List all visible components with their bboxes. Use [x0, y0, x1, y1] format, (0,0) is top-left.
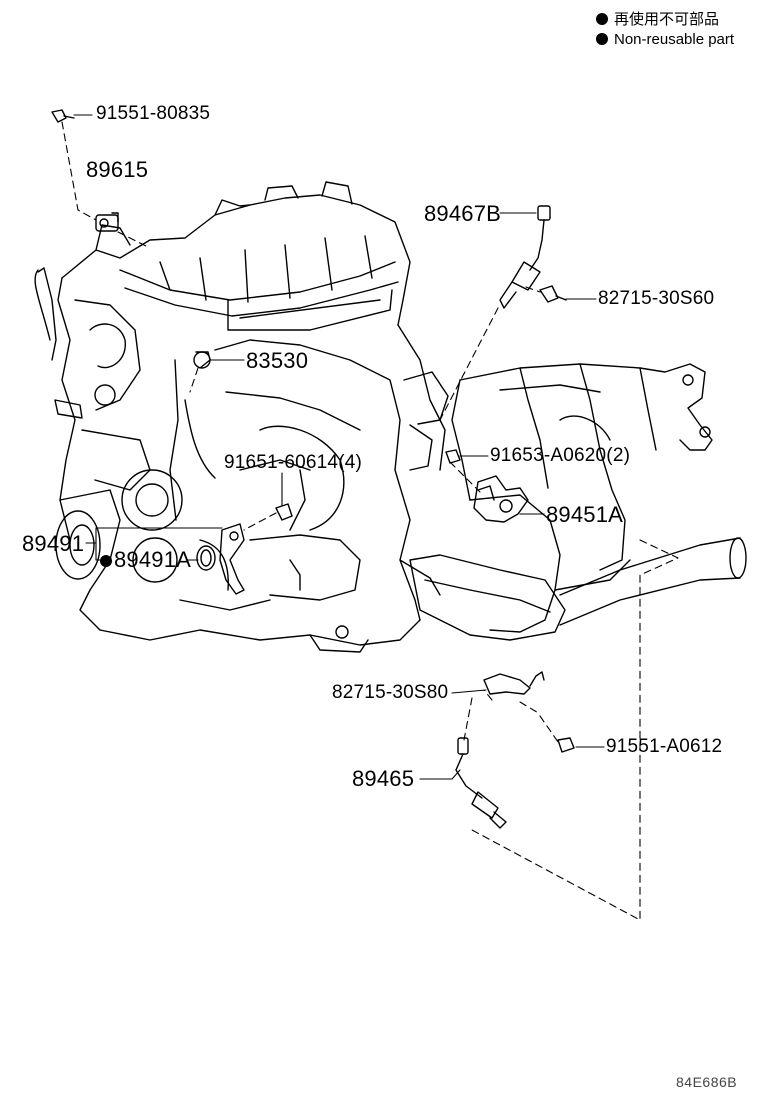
callout-89491: 89491: [22, 531, 85, 556]
bolt-91651-60614: [275, 503, 293, 521]
engine-block: [34, 181, 449, 653]
callout-89465: 89465: [352, 766, 415, 791]
dashed-assembly-lines: [61, 121, 679, 921]
callout-89615: 89615: [86, 157, 149, 182]
transmission-catalyst: [399, 363, 747, 641]
callout-89467b: 89467B: [424, 201, 502, 226]
bolt-91551-a0612: [557, 737, 575, 753]
callout-91651-60614: 91651-60614(4): [224, 452, 363, 473]
legend-item-en: Non-reusable part: [596, 30, 734, 50]
knock-sensor-89615: [95, 212, 119, 232]
clamp-82715-30s60: [539, 285, 567, 303]
non-reusable-dot-icon: [100, 555, 112, 567]
pulley: [55, 510, 101, 580]
non-reusable-dot-icon: [596, 33, 608, 45]
non-reusable-dot-icon: [596, 13, 608, 25]
sensor-89451a: [473, 475, 529, 523]
callout-82715-30s80: 82715-30S80: [332, 682, 449, 703]
legend-item-jp: 再使用不可部品: [596, 10, 734, 30]
drawing-code: 84E686B: [676, 1074, 738, 1090]
callout-91653-a0620: 91653-A0620(2): [490, 445, 631, 466]
legend-text-jp: 再使用不可部品: [614, 11, 720, 28]
callout-89491a-text: 89491A: [114, 547, 192, 572]
bolt-91551-80835: [51, 109, 75, 123]
part-sensors: [51, 109, 575, 829]
sensor-89491: [219, 523, 245, 595]
callout-91551-80835: 91551-80835: [96, 103, 211, 124]
clamp-82715-30s80: [483, 671, 545, 695]
legend-text-en: Non-reusable part: [614, 31, 735, 48]
callout-91551-a0612: 91551-A0612: [606, 736, 723, 757]
oil-sensor-83530: [193, 351, 211, 369]
o2-sensor-89465: [455, 737, 507, 829]
callout-89491a: 89491A: [100, 549, 191, 571]
callout-83530: 83530: [246, 348, 309, 373]
bolt-91653-a0620: [445, 449, 461, 464]
callout-89451a: 89451A: [546, 502, 624, 527]
af-sensor-89467b: [499, 205, 551, 309]
o-ring-89491a: [196, 545, 216, 571]
leader-lines: [73, 114, 605, 780]
callout-82715-30s60: 82715-30S60: [598, 288, 715, 309]
legend: 再使用不可部品 Non-reusable part: [596, 10, 734, 50]
